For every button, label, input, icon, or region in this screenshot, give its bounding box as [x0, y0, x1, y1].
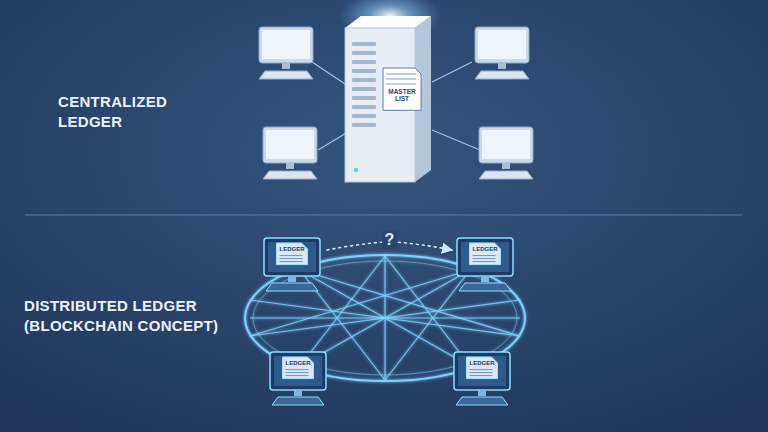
- server-tower: MASTER LIST: [345, 14, 435, 184]
- power-led: [354, 168, 358, 172]
- vent-slot: [352, 114, 376, 118]
- client-monitor: [259, 27, 313, 79]
- document-label: LEDGER: [472, 246, 497, 253]
- vent-slot: [352, 69, 376, 73]
- document-icon: [276, 243, 307, 265]
- monitor-shape: [262, 236, 324, 294]
- vent-slot: [352, 51, 376, 55]
- monitor-shape: [268, 350, 330, 408]
- vent-slot: [352, 96, 376, 100]
- mesh-lines: [300, 270, 520, 336]
- vent-slot: [352, 105, 376, 109]
- hub-wires: [312, 62, 348, 86]
- ledger-monitor: LEDGER: [268, 350, 330, 408]
- client-monitor: [263, 127, 317, 179]
- monitor-screen: [268, 242, 316, 272]
- document-icon: [469, 243, 500, 265]
- document-label: LEDGER: [469, 360, 494, 367]
- monitor-bezel: [457, 238, 513, 276]
- question-mark: ?: [382, 231, 398, 249]
- monitor-shape: [455, 236, 517, 294]
- mesh-lines: [250, 270, 470, 336]
- hub-wires: [318, 132, 348, 150]
- monitor-shape: [452, 350, 514, 408]
- keyboard: [266, 283, 318, 291]
- monitor-bezel: [264, 238, 320, 276]
- client-monitor: [479, 127, 533, 179]
- vent-slot: [352, 60, 376, 64]
- monitor-neck: [478, 390, 486, 396]
- document-label: MASTER LIST: [387, 88, 417, 102]
- monitor-bezel: [454, 352, 510, 390]
- document-label: LEDGER: [279, 246, 304, 253]
- document-label: LEDGER: [285, 360, 310, 367]
- section-heading: DISTRIBUTED LEDGER (BLOCKCHAIN CONCEPT): [24, 296, 229, 337]
- keyboard: [459, 283, 511, 291]
- vent-slot: [352, 87, 376, 91]
- divider-line: [25, 215, 742, 216]
- monitor-neck: [288, 276, 296, 282]
- monitor-neck: [481, 276, 489, 282]
- ledger-monitor: LEDGER: [262, 236, 324, 294]
- monitor-screen: [461, 242, 509, 272]
- client-monitor: [475, 27, 529, 79]
- monitor-screen: [274, 356, 322, 386]
- monitor-bezel: [270, 352, 326, 390]
- vent-slot: [352, 123, 376, 127]
- monitor-screen: [458, 356, 506, 386]
- hub-wires: [432, 62, 472, 82]
- ledger-monitor: LEDGER: [455, 236, 517, 294]
- hub-wires: [432, 130, 480, 150]
- server-shape: [345, 14, 435, 184]
- keyboard: [456, 397, 508, 405]
- ledger-monitor: LEDGER: [452, 350, 514, 408]
- vent-slot: [352, 42, 376, 46]
- section-heading: CENTRALIZED LEDGER: [58, 92, 183, 133]
- document-icon: [282, 357, 313, 379]
- document-icon: [383, 68, 421, 110]
- monitor-neck: [294, 390, 302, 396]
- mesh-lines: [250, 317, 520, 318]
- keyboard: [272, 397, 324, 405]
- vent-slot: [352, 78, 376, 82]
- document-icon: [466, 357, 497, 379]
